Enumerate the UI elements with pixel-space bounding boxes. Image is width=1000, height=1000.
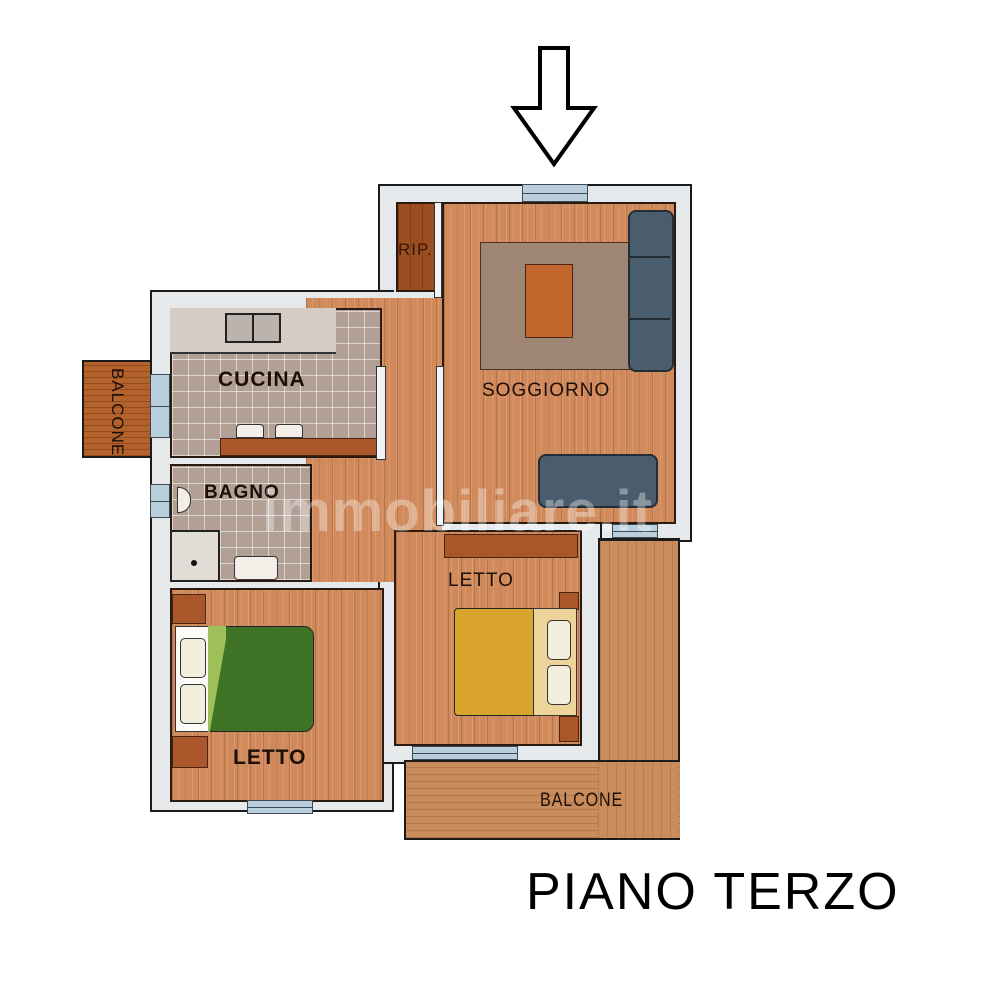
nightstand-2 [172,736,208,768]
coffee-table [525,264,573,338]
room-label-ripostiglio: RIP. [398,240,433,259]
room-label-balcone-right: BALCONE [540,790,624,811]
pillow-1 [180,638,206,678]
window-cucina [150,374,170,438]
down-arrow-icon [510,46,598,168]
shower-drain-icon [191,560,197,566]
room-label-cucina: CUCINA [218,368,306,391]
bed-yellow [454,608,534,716]
window-letto-1 [247,800,313,814]
watermark: immobiliare.it [262,479,654,544]
floor-title: PIANO TERZO [526,863,900,921]
room-label-soggiorno: SOGGIORNO [482,380,611,401]
nightstand-4 [559,716,579,742]
nightstand-1 [172,594,206,624]
window-bagno [150,484,170,518]
room-label-letto-1: LETTO [233,746,307,769]
sofa-bottom [538,454,658,508]
room-label-balcone-left: BALCONE [108,368,127,457]
chair-1 [236,424,264,438]
window-soggiorno-east [612,524,658,538]
dining-bench [220,438,380,456]
window-letto-2 [412,746,518,760]
shower [170,530,220,582]
room-label-letto-2: LETTO [448,570,514,591]
wardrobe [444,534,578,558]
pillow-2 [180,684,206,724]
bathtub-sink [234,556,278,580]
window-soggiorno-north [522,184,588,202]
pillow-3 [547,620,571,660]
room-ripostiglio [396,202,436,292]
sofa-right [628,210,674,372]
chair-2 [275,424,303,438]
room-label-bagno: BAGNO [204,482,280,503]
pillow-4 [547,665,571,705]
balcony-left [82,360,152,458]
